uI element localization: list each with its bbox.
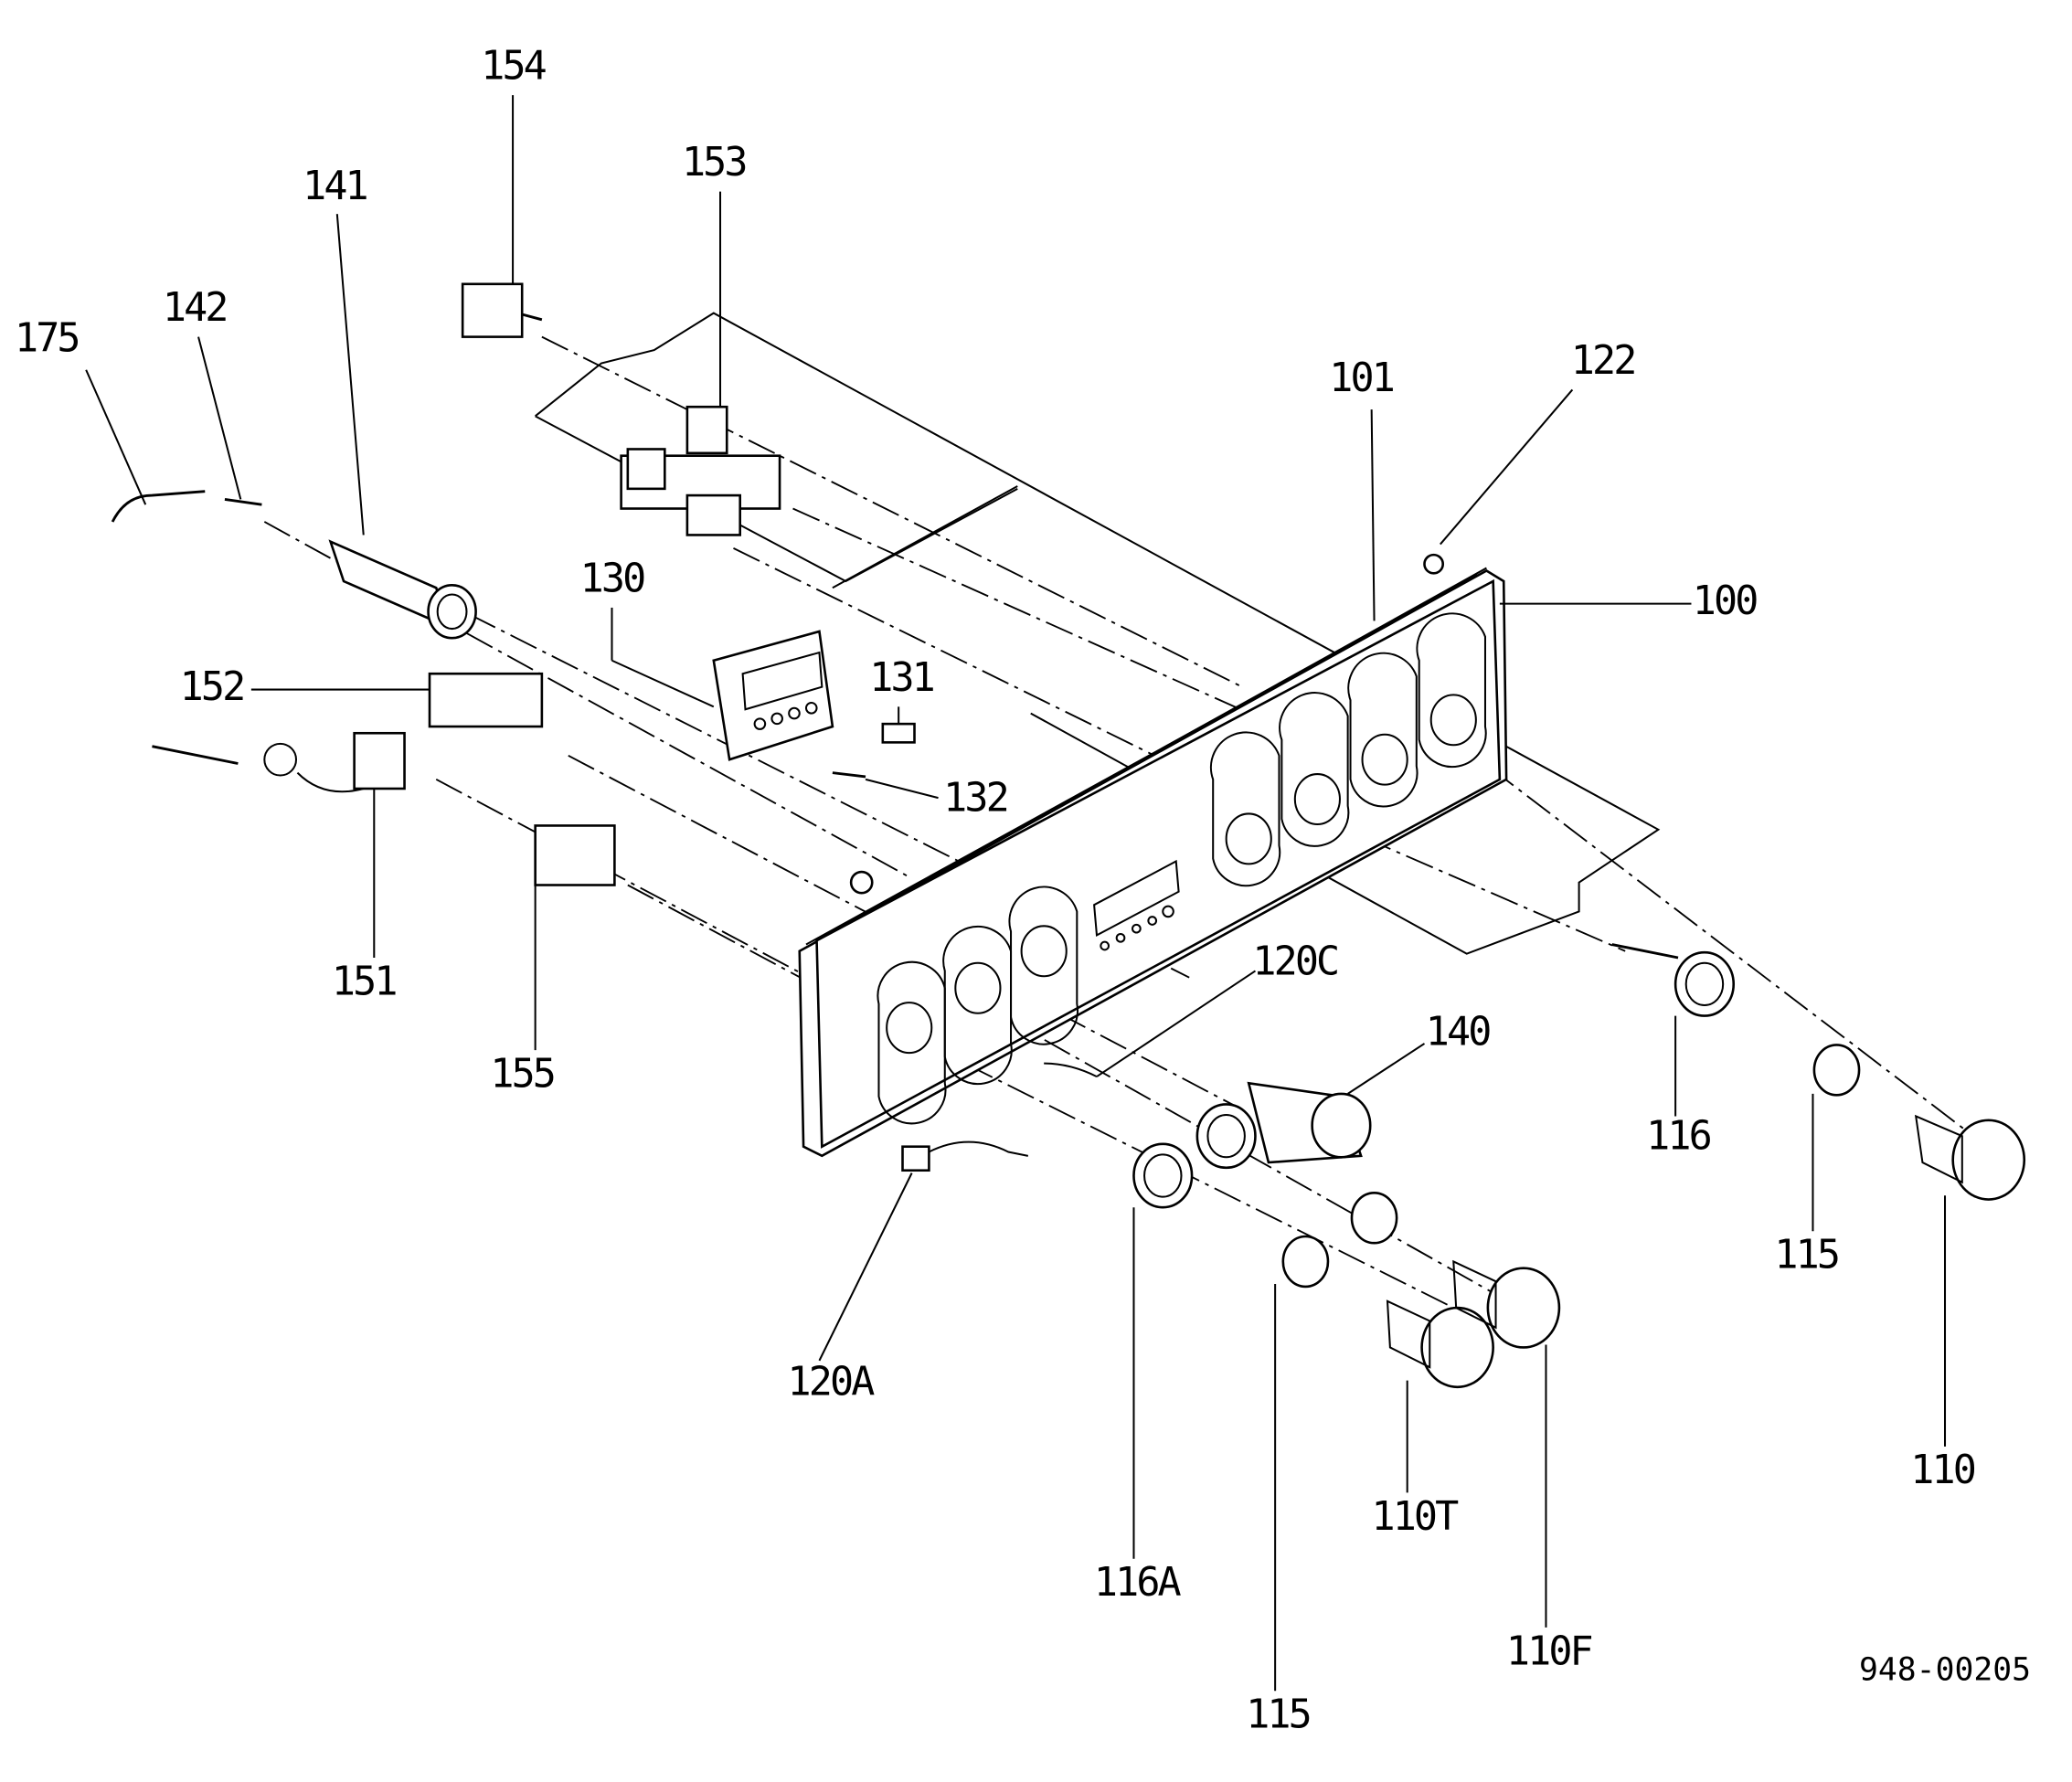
- part-115-bottom: [1281, 1235, 1330, 1289]
- part-122: [1423, 553, 1445, 575]
- label-115-right: 115: [1774, 1233, 1838, 1278]
- drawing-number: 948-00205: [1859, 1652, 2031, 1689]
- part-110T: [1386, 1299, 1494, 1389]
- label-154: 154: [481, 44, 546, 90]
- label-140: 140: [1426, 1009, 1490, 1055]
- label-110T: 110T: [1371, 1494, 1459, 1540]
- label-151: 151: [332, 959, 396, 1004]
- part-130: [712, 630, 834, 761]
- label-116: 116: [1646, 1114, 1710, 1160]
- part-175: [111, 490, 206, 523]
- parts: [111, 282, 2026, 1389]
- label-155: 155: [490, 1052, 554, 1098]
- part-141: [328, 539, 477, 640]
- label-100: 100: [1693, 578, 1757, 624]
- part-152: [428, 672, 544, 728]
- part-140: [1247, 1081, 1372, 1164]
- label-120C: 120C: [1252, 939, 1337, 985]
- part-110: [1914, 1114, 2026, 1201]
- part-116: [1611, 943, 1736, 1017]
- label-101: 101: [1329, 355, 1393, 401]
- part-115-right: [1812, 1044, 1861, 1097]
- part-132: [832, 771, 866, 779]
- label-110: 110: [1910, 1448, 1974, 1493]
- part-142: [224, 497, 262, 506]
- part-131: [881, 722, 916, 744]
- control-panel: [798, 567, 1508, 1158]
- part-116-left: [1195, 1103, 1257, 1170]
- part-115-mid: [1350, 1191, 1398, 1245]
- part-153: [620, 405, 781, 536]
- label-115-bottom: 115: [1246, 1692, 1310, 1738]
- label-175: 175: [15, 315, 79, 361]
- label-110F: 110F: [1506, 1628, 1592, 1674]
- part-120C: [1044, 1062, 1098, 1078]
- label-130: 130: [580, 557, 644, 602]
- part-151: [152, 731, 406, 793]
- part-110F: [1452, 1259, 1561, 1349]
- part-labels: 154 153 141 142 175 101 122 100 130 131 …: [15, 44, 2031, 1738]
- part-120A: [901, 1145, 930, 1172]
- label-120A: 120A: [788, 1359, 876, 1405]
- label-142: 142: [163, 285, 227, 331]
- label-153: 153: [682, 140, 746, 186]
- label-132: 132: [943, 775, 1007, 821]
- part-154: [461, 282, 524, 338]
- panel-screw-left: [849, 870, 874, 895]
- label-122: 122: [1571, 338, 1635, 384]
- part-155: [534, 824, 616, 886]
- label-141: 141: [303, 164, 367, 209]
- leader-lines: [85, 95, 1947, 1692]
- part-116A: [1132, 1142, 1194, 1209]
- label-131: 131: [869, 655, 933, 701]
- label-152: 152: [180, 664, 244, 710]
- display-buttons: [1100, 905, 1174, 951]
- label-116A: 116A: [1094, 1560, 1182, 1606]
